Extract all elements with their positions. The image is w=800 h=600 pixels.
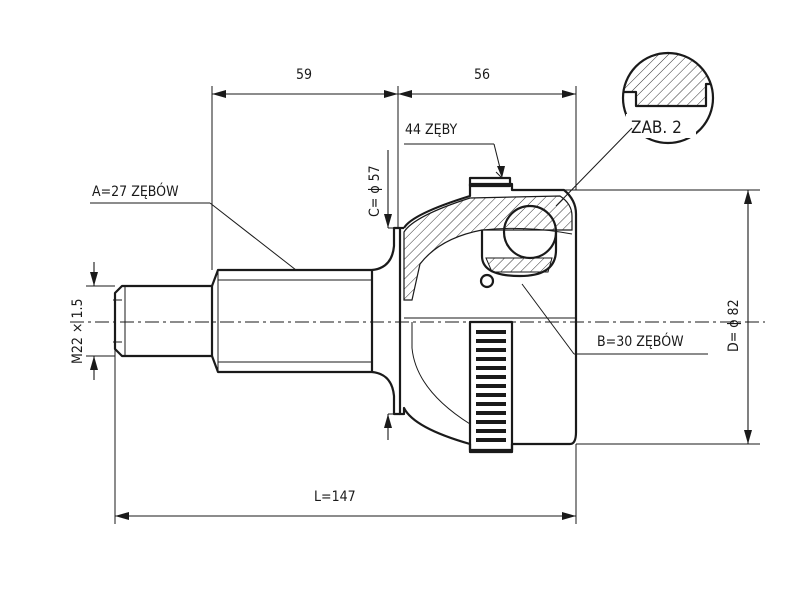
abs-tooth [476, 393, 506, 397]
abs-ring-teeth [476, 330, 506, 442]
detail-label: ZAB. 2 [631, 118, 682, 138]
abs-tooth [476, 330, 506, 334]
bell-housing [398, 171, 578, 454]
abs-tooth [476, 438, 506, 442]
detail-zab-2: ZAB. 2 [555, 51, 715, 207]
length-label: L=147 [314, 489, 356, 505]
dimension-labels: 59 56 44 ZĘBY A=27 ZĘBÓW C= ϕ 57 M22 × 1… [70, 67, 742, 505]
abs-tooth [476, 429, 506, 433]
abs-tooth [476, 339, 506, 343]
abs-tooth [476, 384, 506, 388]
outer-d-label: D= ϕ 82 [726, 299, 742, 352]
thread-label: M22 × 1.5 [70, 299, 86, 364]
abs-tooth [476, 420, 506, 424]
teeth-44-label: 44 ZĘBY [405, 122, 457, 138]
dim-56-label: 56 [474, 67, 490, 83]
dim-59-label: 59 [296, 67, 312, 83]
abs-tooth [476, 357, 506, 361]
spline-b-label: B=30 ZĘBÓW [597, 332, 684, 350]
abs-tooth [476, 402, 506, 406]
extension-lines [86, 86, 760, 524]
abs-tooth [476, 366, 506, 370]
stub-shaft [113, 226, 400, 416]
abs-tooth [476, 375, 506, 379]
dimension-lines [90, 90, 752, 520]
abs-tooth [476, 348, 506, 352]
leader-lines [90, 143, 708, 355]
spline-a-label: A=27 ZĘBÓW [92, 182, 179, 200]
bore-c-text: C= ϕ 57 [367, 165, 383, 217]
abs-tooth [476, 411, 506, 415]
